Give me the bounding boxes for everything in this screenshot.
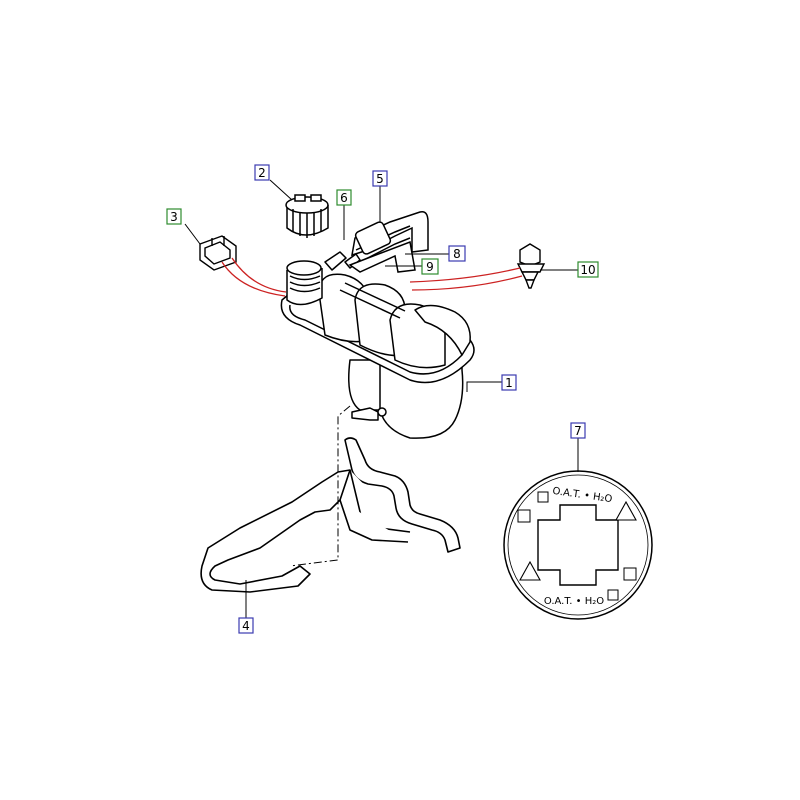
callout-2: 2 [254,164,270,181]
callout-3-label: 3 [170,210,178,224]
lower-hose [200,437,461,593]
callout-9-label: 9 [426,260,434,274]
cap-label: O.A.T. • H₂O O.A.T. • H₂O [503,470,653,620]
callouts: 1 2 3 4 5 6 7 8 [166,164,599,634]
callout-4-label: 4 [242,619,250,633]
expansion-tank [280,251,475,439]
callout-1: 1 [501,374,517,391]
callout-8-label: 8 [453,247,461,261]
callout-7-label: 7 [574,424,582,438]
clip-3 [199,235,237,271]
callout-5: 5 [372,170,388,187]
callout-4: 4 [238,617,254,634]
callout-2-label: 2 [258,166,266,180]
level-sensor [516,243,546,289]
upper-hoses [348,210,429,273]
routing-lines [289,405,351,567]
callout-7: 7 [570,422,586,439]
cap-label-bottom-text: O.A.T. • H₂O [544,596,604,607]
warning-icon [519,560,541,581]
callout-9: 9 [421,258,439,275]
callout-10: 10 [577,261,599,278]
wires [221,257,523,297]
callout-5-label: 5 [376,172,384,186]
callout-8: 8 [448,245,466,262]
filler-cap [285,194,329,238]
callout-3: 3 [166,208,182,225]
callout-10-label: 10 [580,263,595,277]
leader-lines [184,179,579,618]
callout-1-label: 1 [505,376,513,390]
callout-6: 6 [336,189,352,206]
warning-icon [615,500,637,521]
callout-6-label: 6 [340,191,348,205]
